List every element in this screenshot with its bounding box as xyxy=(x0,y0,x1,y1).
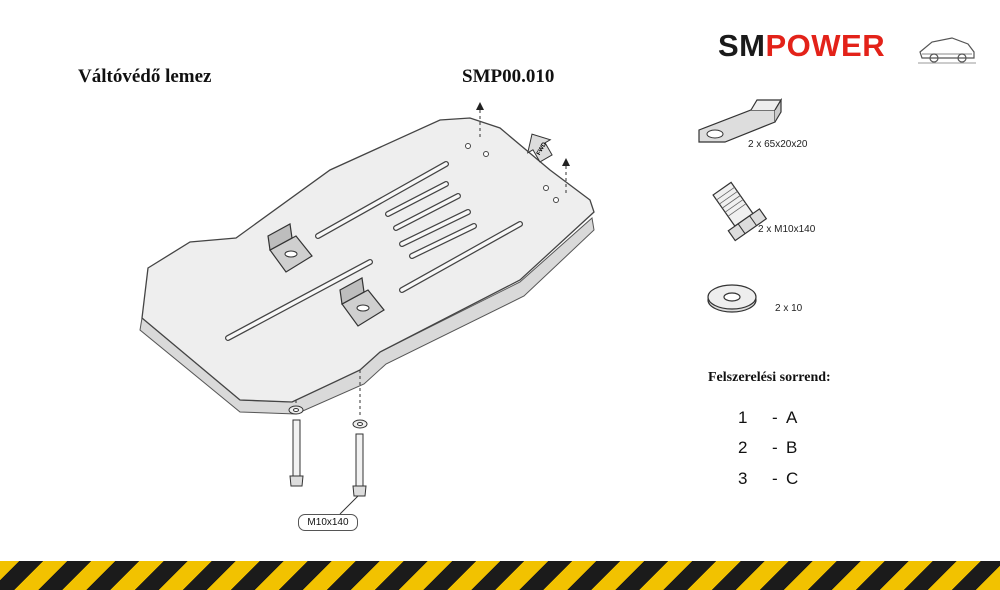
washer-left xyxy=(288,405,304,415)
fwd-arrow-icon xyxy=(526,133,553,163)
step-dash: - xyxy=(772,438,778,457)
part-label-bolt: 2 x M10x140 xyxy=(758,224,816,235)
bolt-callout: M10x140 xyxy=(298,514,358,531)
bolt-icon xyxy=(712,181,768,242)
guide-lines xyxy=(295,110,567,418)
step-letter: A xyxy=(786,408,798,427)
bolt-right xyxy=(339,433,367,515)
bolt-left xyxy=(289,419,304,487)
washer-icon xyxy=(707,284,757,313)
bracket-mount-b xyxy=(339,277,385,327)
assembly-step: 2 -B xyxy=(738,438,828,458)
step-dash: - xyxy=(772,469,778,488)
assembly-step: 1 -A xyxy=(738,408,828,428)
washer-right xyxy=(352,419,368,429)
logo-power-text: POWER xyxy=(765,28,886,63)
assembly-order-title: Felszerelési sorrend: xyxy=(708,370,831,385)
bracket-icon xyxy=(698,98,783,143)
step-number: 1 xyxy=(738,408,748,427)
brand-logo: SMPOWER xyxy=(718,30,885,61)
car-logo-icon xyxy=(918,37,976,64)
plate-slots xyxy=(225,161,523,341)
step-dash: - xyxy=(772,408,778,427)
arrow-heads xyxy=(476,102,570,166)
step-letter: C xyxy=(786,469,799,488)
step-number: 2 xyxy=(738,438,748,457)
part-label-washer: 2 x 10 xyxy=(775,303,803,314)
skid-plate-diagram: FWD xyxy=(139,102,595,515)
page-title: Váltóvédő lemez xyxy=(78,66,212,87)
step-number: 3 xyxy=(738,469,748,488)
product-code: SMP00.010 xyxy=(462,66,555,87)
hazard-stripe-footer xyxy=(0,561,1000,590)
logo-sm-text: SM xyxy=(718,28,766,63)
assembly-step: 3 -C xyxy=(738,469,828,489)
step-letter: B xyxy=(786,438,798,457)
bracket-mount-a xyxy=(267,223,313,273)
part-label-bracket: 2 x 65x20x20 xyxy=(748,139,808,150)
plate-holes xyxy=(465,143,559,203)
